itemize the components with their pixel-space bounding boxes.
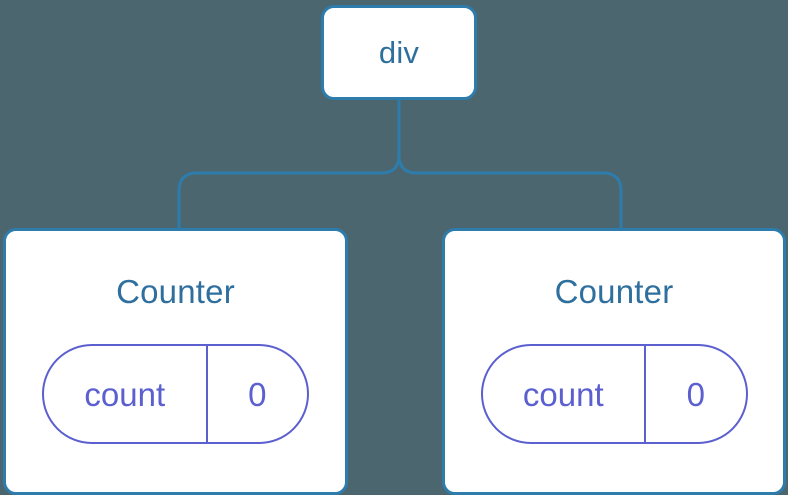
state-key-cell: count [483, 346, 647, 442]
node-div-label: div [378, 35, 420, 70]
node-counter-1[interactable]: Counter count 0 [442, 228, 786, 495]
state-value-label: 0 [248, 375, 267, 413]
state-value-cell: 0 [208, 346, 307, 442]
node-counter-0-label: Counter [116, 273, 235, 310]
state-key-label: count [522, 375, 604, 413]
connector-div-to-counter-0 [177, 98, 401, 230]
node-counter-0[interactable]: Counter count 0 [3, 228, 348, 495]
node-counter-1-label: Counter [554, 273, 674, 310]
state-pill-counter-0[interactable]: count 0 [42, 344, 309, 444]
node-div[interactable]: div [321, 5, 477, 100]
state-value-label: 0 [686, 375, 705, 413]
state-pill-counter-1[interactable]: count 0 [480, 344, 748, 444]
connector-div-to-counter-1 [397, 98, 623, 230]
state-value-cell: 0 [646, 346, 745, 442]
state-key-label: count [84, 375, 166, 413]
state-key-cell: count [44, 346, 208, 442]
